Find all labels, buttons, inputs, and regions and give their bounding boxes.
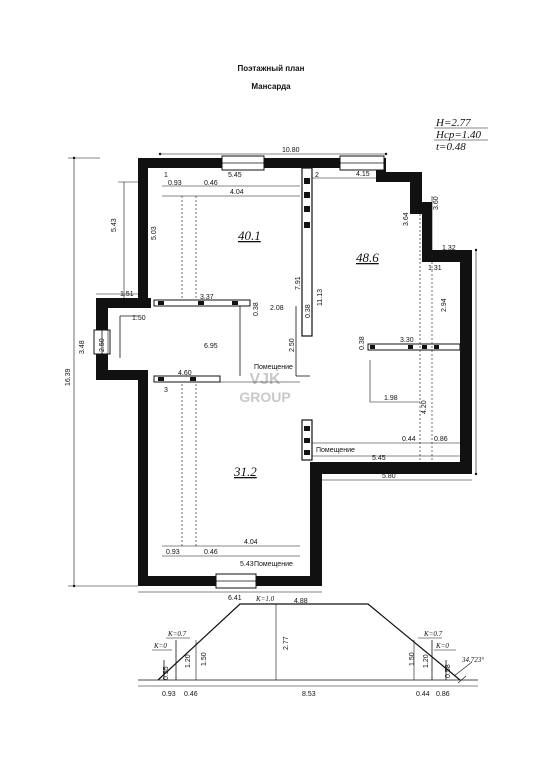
section-dim: 8.53 (302, 691, 316, 698)
section-dim: 2.77 (283, 636, 290, 650)
section-dim: 1.50 (409, 652, 416, 666)
dim: 4.04 (230, 189, 244, 196)
roof-section (138, 603, 478, 687)
dim: 3.64 (403, 212, 410, 226)
dim: 16.39 (65, 368, 72, 386)
dim: 2.94 (441, 298, 448, 312)
dim: 7.15 (141, 474, 148, 488)
dim: 5.45 (228, 172, 242, 179)
section-dim: 0.46 (184, 691, 198, 698)
section-dim: 1.20 (185, 654, 192, 668)
dim: 2.08 (270, 305, 284, 312)
dim: 2.50 (289, 338, 296, 352)
dim: 1.50 (132, 315, 146, 322)
dim: 0.46 (204, 180, 218, 187)
wall-corner (151, 158, 161, 168)
dim: 4.15 (356, 171, 370, 178)
section-dim: 0.93 (162, 691, 176, 698)
dim: 1.98 (384, 395, 398, 402)
dim: 5.43 (240, 561, 254, 568)
room-3-area: 31.2 (233, 464, 257, 479)
section-dim: 4.88 (294, 598, 308, 605)
param-hcp: Hср=1.40 (435, 129, 481, 141)
dim: 5.03 (151, 226, 158, 240)
dim: 1.31 (428, 265, 442, 272)
dim: 0.93 (166, 549, 180, 556)
section-k0-right: K=0 (435, 642, 449, 650)
partition-2 (367, 343, 461, 351)
dim: 0.38 (359, 336, 366, 350)
dim: 3.60 (433, 196, 440, 210)
watermark-line1: VJK (249, 371, 281, 388)
param-h: H=2.77 (435, 117, 471, 129)
dim: 2.50 (99, 338, 106, 352)
dim: 7.91 (295, 276, 302, 290)
room-2-number: 2 (315, 172, 319, 179)
label-pomeshchenie: Помещение (254, 561, 293, 568)
dim: 5.43 (111, 218, 118, 232)
section-dim: 0.55 (163, 666, 170, 680)
param-t: t=0.48 (436, 141, 466, 153)
label-pomeshchenie: Помещение (254, 364, 293, 371)
inner-wall (301, 167, 313, 337)
dim: 0.93 (168, 180, 182, 187)
dim: 11.13 (317, 289, 324, 306)
dim: 5.80 (382, 473, 396, 480)
page-title: Поэтажный план (237, 64, 305, 73)
section-k0-left: K=0 (153, 642, 167, 650)
room-1-area: 40.1 (238, 228, 261, 243)
dim: 3.48 (79, 340, 86, 354)
room-1-number: 1 (164, 172, 168, 179)
section-dim: 0.86 (436, 691, 450, 698)
watermark-line2: GROUP (239, 389, 290, 405)
section-dim: 0.44 (416, 691, 430, 698)
dim: 3.37 (200, 294, 214, 301)
dim: 3.30 (400, 337, 414, 344)
outer-wall (96, 158, 472, 586)
dim: 0.46 (204, 549, 218, 556)
dim: 0.44 (402, 436, 416, 443)
dim: 0.38 (253, 302, 260, 316)
dim: 4.20 (421, 400, 428, 414)
section-dim: 1.50 (201, 652, 208, 666)
dim: 1.32 (442, 245, 456, 252)
dim: 5.45 (372, 455, 386, 462)
dim: 1.51 (120, 291, 134, 298)
dim: 6.41 (228, 595, 242, 602)
section-angle: 34.723° (461, 656, 484, 664)
dim: 0.38 (305, 304, 312, 318)
dim: 8.48 (465, 360, 472, 374)
label-pomeshchenie: Помещение (316, 447, 355, 454)
dim: 4.04 (244, 539, 258, 546)
hall-area: 6.95 (204, 343, 218, 350)
page-subtitle: Мансарда (251, 82, 291, 91)
wall-corner (148, 298, 151, 308)
section-k07-left: K=0.7 (167, 630, 187, 638)
section-k1: K=1.0 (255, 595, 275, 603)
section-dim: 1.20 (423, 654, 430, 668)
room-2-area: 48.6 (356, 250, 379, 265)
section-dim: 0.58 (445, 664, 452, 678)
room-3-number: 3 (164, 387, 168, 394)
section-k07-right: K=0.7 (423, 630, 443, 638)
dim: 10.80 (282, 147, 300, 154)
dim: 4.60 (178, 370, 192, 377)
dim: 0.86 (434, 436, 448, 443)
